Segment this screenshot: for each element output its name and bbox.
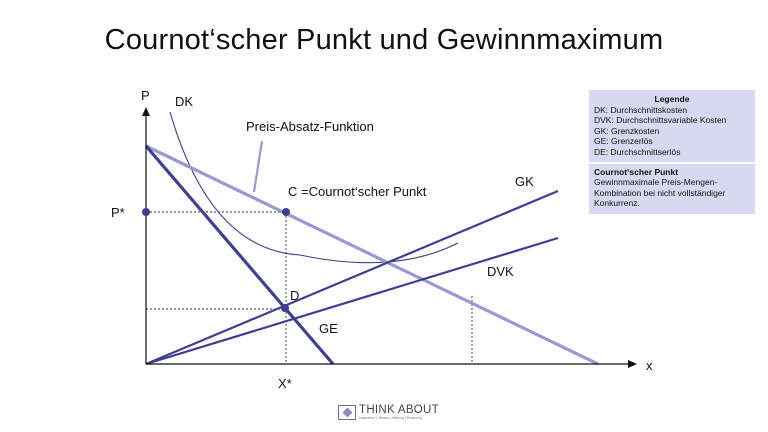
legend-entry-dk: DK: Durchschnittskosten (594, 104, 688, 115)
x-star-label: X* (278, 376, 292, 391)
y-axis-arrow (142, 107, 150, 116)
legend-entry-gk: GK: Grenzkosten (594, 125, 660, 136)
legend-cournot-section: Cournot‘scher Punkt Gewinnmaximale Preis… (589, 164, 755, 214)
p-star-label: P* (111, 205, 125, 220)
legend-box: Legende DK: Durchschnittskosten DVK: Dur… (589, 90, 755, 214)
legend-divider (589, 161, 755, 164)
think-about-logo-icon (338, 404, 356, 420)
legend-cournot-title: Cournot‘scher Punkt (594, 166, 679, 177)
legend-entry-dvk: DVK: Durchschnittsvariable Kosten (594, 115, 727, 126)
brand-name: THINK ABOUT (359, 404, 439, 416)
ge-label: GE (319, 321, 338, 336)
dk-label: DK (175, 94, 193, 109)
x-axis-arrow (628, 360, 637, 368)
gk-line (145, 189, 559, 366)
point-d-marker (281, 304, 289, 312)
dvk-label: DVK (487, 264, 514, 279)
legend-heading: Legende (654, 94, 690, 104)
brand-tagline: Inspiration | Wissen | Bildung | Erfahru… (359, 416, 423, 420)
legend-entry-de: DE: Durchschnittserlös (594, 146, 681, 157)
footer-logo: THINK ABOUT Inspiration | Wissen | Bildu… (338, 403, 439, 421)
preis-absatz-pointer (252, 140, 264, 193)
point-c-marker (282, 208, 290, 216)
preis-absatz-label: Preis-Absatz-Funktion (246, 119, 374, 134)
y-axis-label: P (141, 88, 150, 103)
ge-line (144, 144, 335, 366)
dk-curve (169, 111, 459, 264)
page-title: Cournot‘scher Punkt und Gewinnmaximum (104, 24, 664, 56)
legend-entry-ge: GE: Grenzerlös (594, 136, 653, 147)
preis-absatz-line (145, 144, 599, 366)
p-star-marker (142, 208, 150, 216)
gk-label: GK (515, 174, 534, 189)
x-axis-label: x (646, 358, 653, 373)
dvk-line (145, 236, 559, 366)
point-c-label: C =Cournot‘scher Punkt (288, 184, 427, 199)
brand-block: THINK ABOUT Inspiration | Wissen | Bildu… (359, 404, 439, 420)
legend-cournot-text: Gewinnmaximale Preis-Mengen-Kombination … (594, 177, 726, 209)
point-d-label: D (290, 288, 299, 303)
legend-definitions: Legende DK: Durchschnittskosten DVK: Dur… (589, 90, 755, 162)
